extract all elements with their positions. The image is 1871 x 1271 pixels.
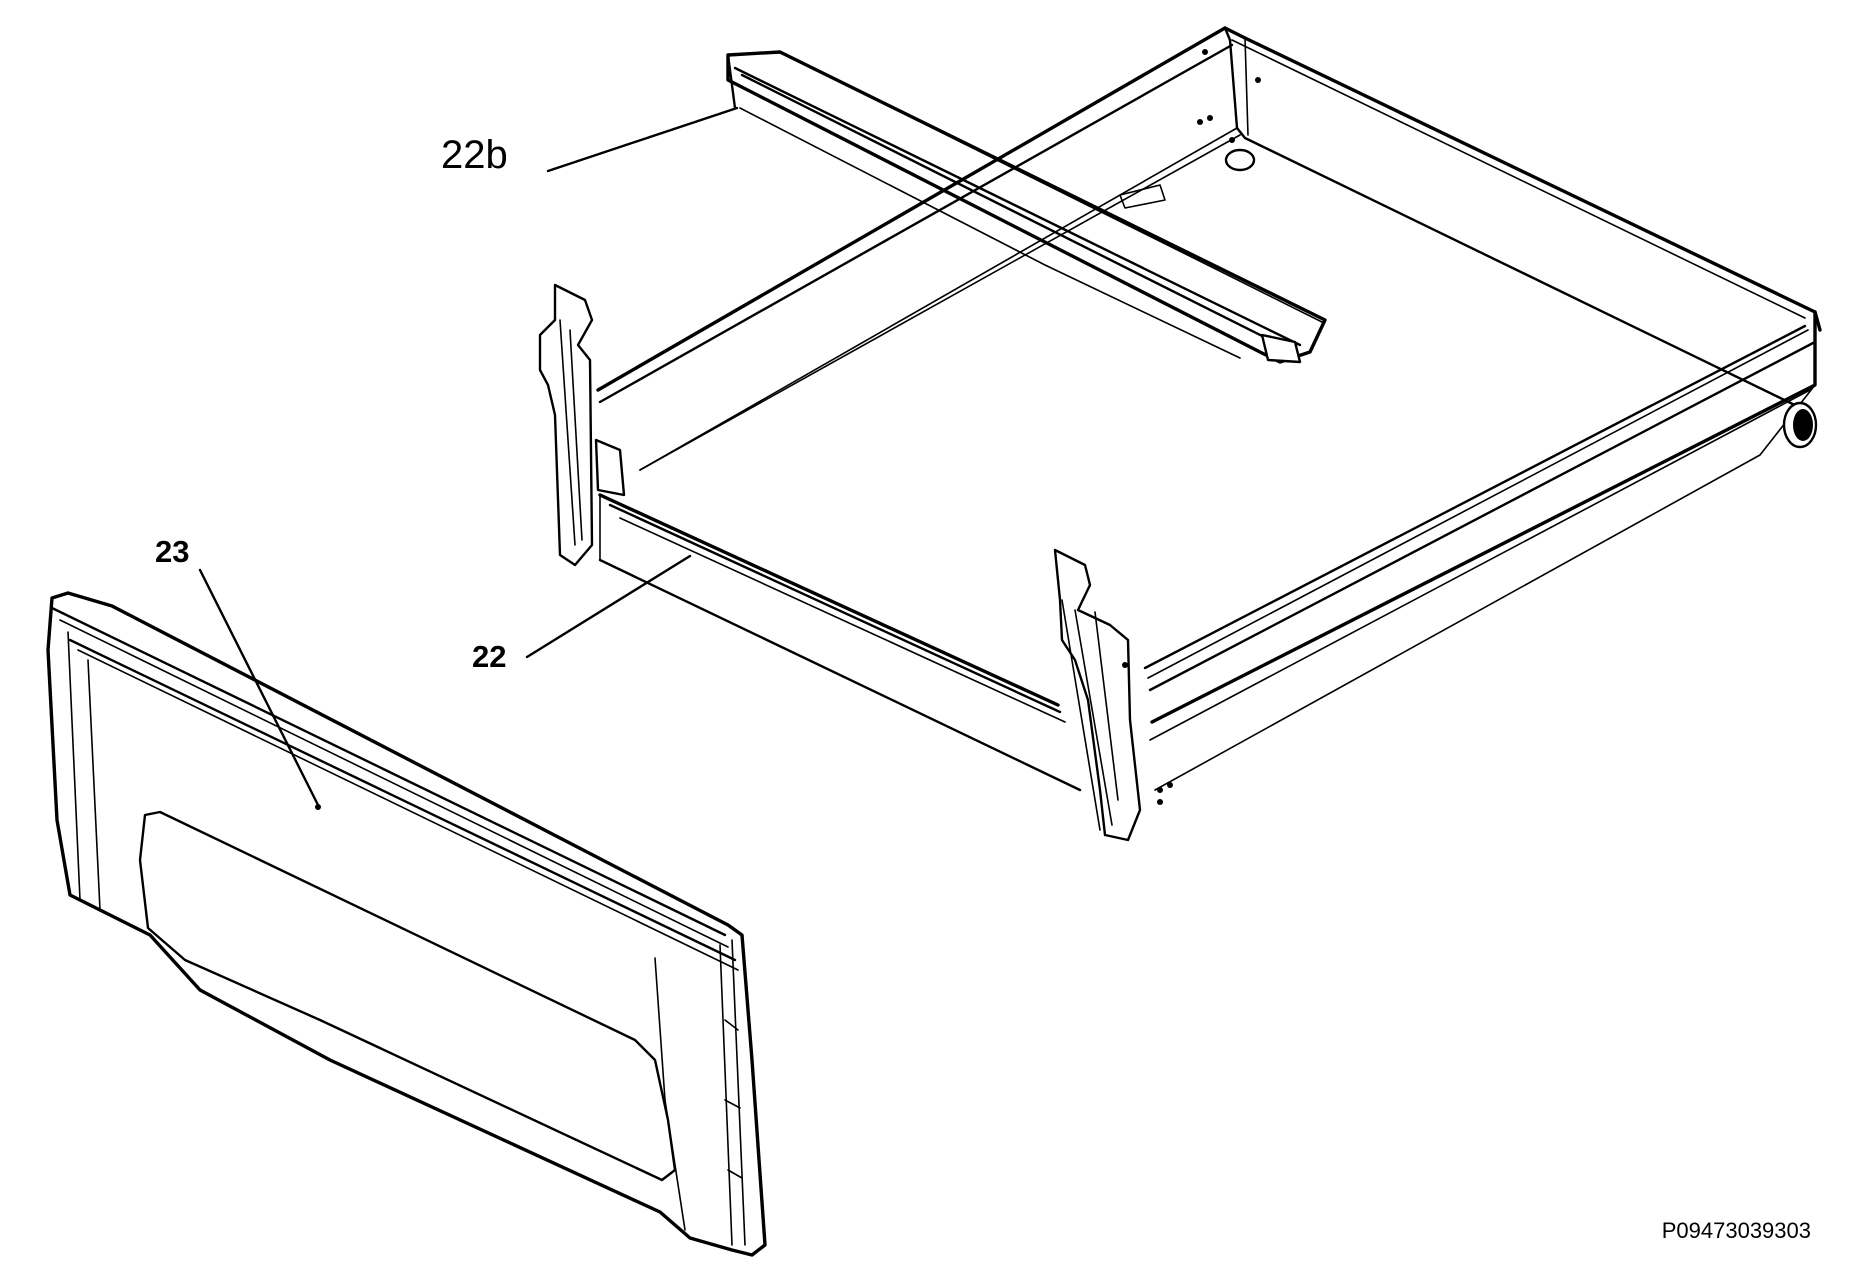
front-panel bbox=[46, 591, 767, 1257]
label-22b: 22b bbox=[441, 133, 508, 177]
leader-23 bbox=[198, 568, 320, 807]
label-23: 23 bbox=[155, 534, 189, 569]
leader-22b bbox=[546, 106, 739, 173]
label-22: 22 bbox=[472, 639, 506, 674]
leader-22 bbox=[525, 554, 692, 659]
drawing-code: P09473039303 bbox=[1661, 1218, 1811, 1243]
cross-bar bbox=[726, 50, 1327, 364]
leader-lines bbox=[198, 106, 739, 807]
drawer-frame bbox=[538, 26, 1822, 842]
